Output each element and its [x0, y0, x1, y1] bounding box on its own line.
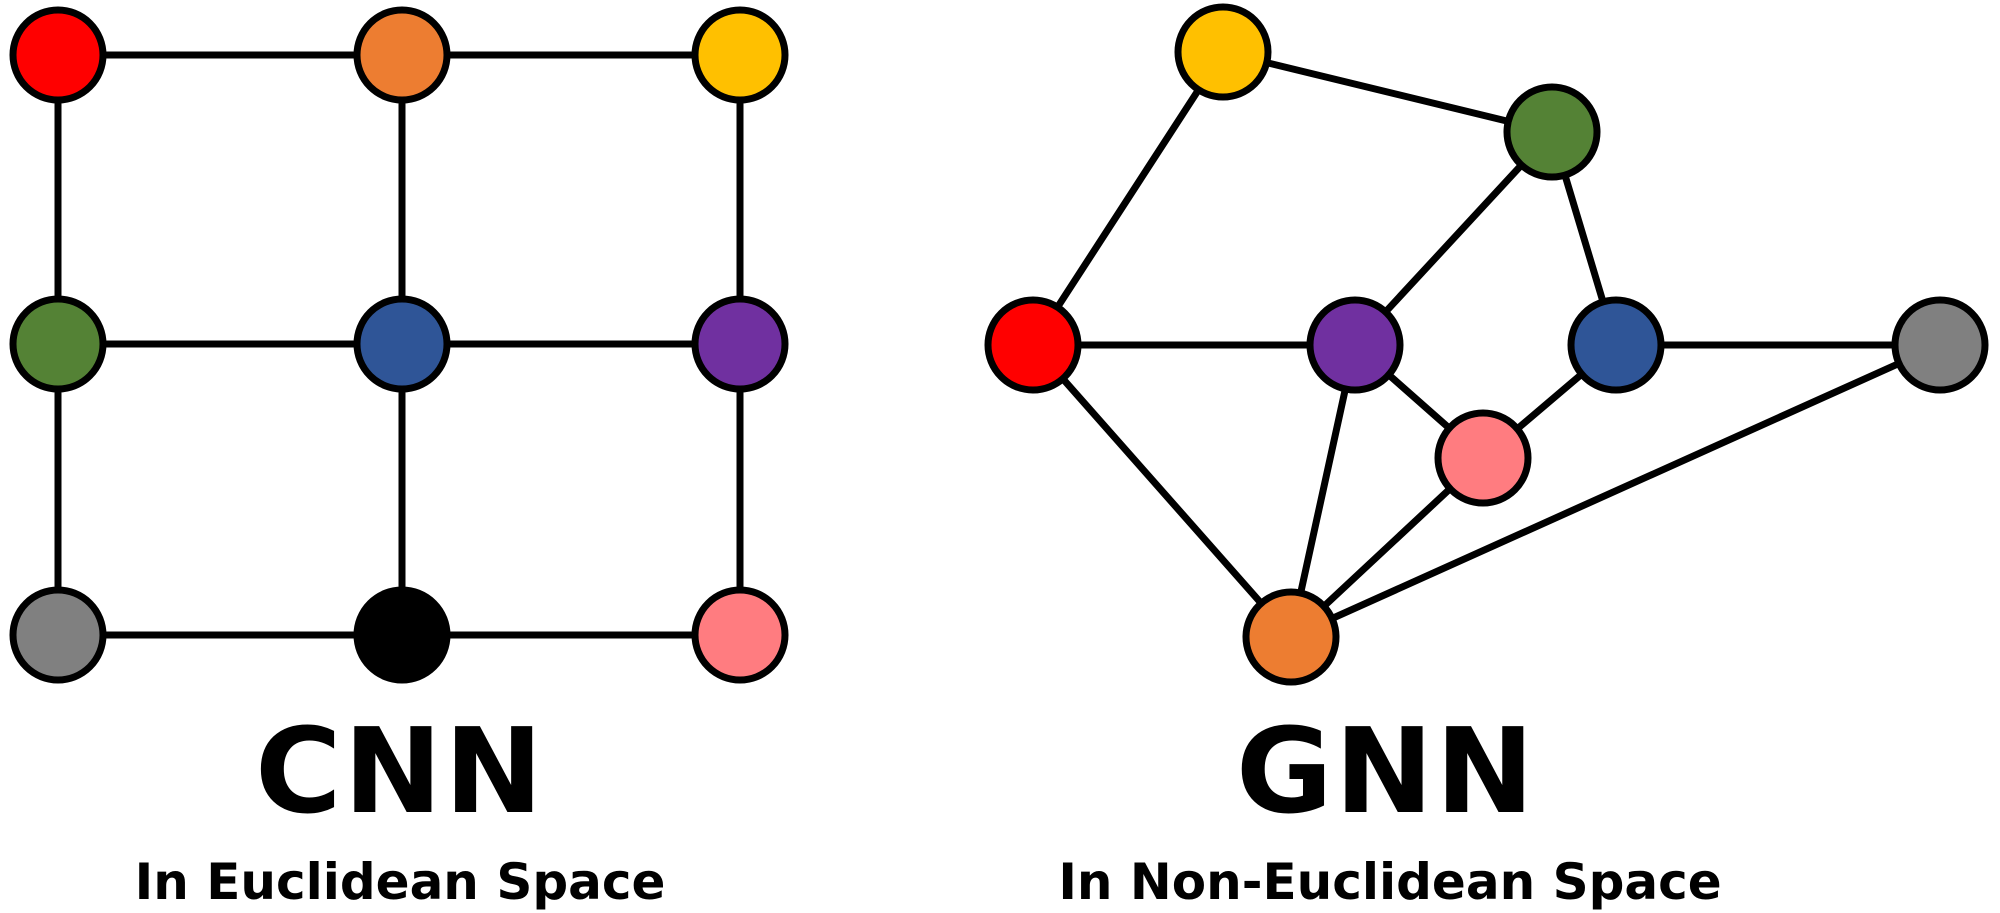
gnn-node-gray [1891, 296, 1989, 394]
gnn-edge-purple-orange [1287, 341, 1359, 641]
cnn-node-tl [9, 6, 107, 104]
cnn-node-tr [691, 6, 789, 104]
gnn-edge-gray-orange [1287, 341, 1944, 641]
cnn-node-bm [353, 586, 451, 684]
cnn-node-br [691, 586, 789, 684]
gnn-edge-yellow-red [1029, 48, 1227, 349]
gnn-node-red [984, 296, 1082, 394]
cnn-node-tm [353, 6, 451, 104]
cnn-title: CNN [254, 702, 546, 840]
nodes-layer [9, 3, 1989, 686]
gnn-edge-red-orange [1029, 341, 1295, 641]
gnn-node-purple [1306, 296, 1404, 394]
gnn-node-green [1503, 83, 1601, 181]
cnn-node-mm [353, 295, 451, 393]
gnn-subtitle: In Non-Euclidean Space [1058, 853, 1722, 911]
cnn-node-bl [9, 586, 107, 684]
gnn-edge-yellow-green [1219, 48, 1556, 136]
gnn-title: GNN [1235, 702, 1537, 840]
gnn-node-pink [1434, 409, 1532, 507]
cnn-node-mr [691, 295, 789, 393]
gnn-node-blue [1567, 296, 1665, 394]
gnn-node-orange [1242, 588, 1340, 686]
gnn-node-yellow [1174, 3, 1272, 101]
cnn-subtitle: In Euclidean Space [134, 853, 666, 911]
cnn-node-ml [9, 295, 107, 393]
